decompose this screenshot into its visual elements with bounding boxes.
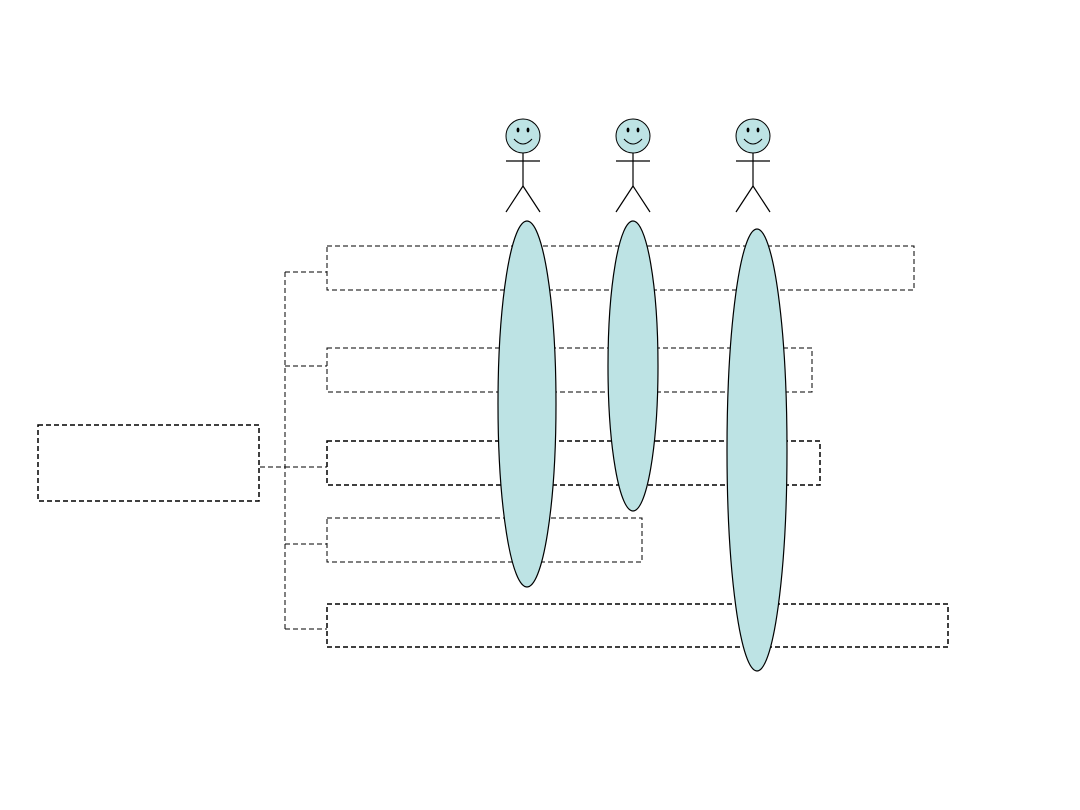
branch-box-5[interactable] (326, 603, 949, 648)
ellipse-1[interactable] (497, 220, 557, 588)
actor-2[interactable] (615, 118, 651, 213)
ellipse-2[interactable] (607, 220, 659, 512)
actor-1[interactable] (505, 118, 541, 213)
tree-connectors (260, 271, 327, 630)
smiley-stick-figure-icon (505, 118, 541, 213)
ellipse-1-shape (497, 220, 557, 588)
branch-box-4[interactable] (326, 517, 643, 563)
smiley-stick-figure-icon (735, 118, 771, 213)
actor-3[interactable] (735, 118, 771, 213)
ellipse-3-shape (726, 228, 788, 672)
ellipse-3[interactable] (726, 228, 788, 672)
root-box[interactable] (37, 424, 260, 502)
ellipse-2-shape (607, 220, 659, 512)
smiley-stick-figure-icon (615, 118, 651, 213)
